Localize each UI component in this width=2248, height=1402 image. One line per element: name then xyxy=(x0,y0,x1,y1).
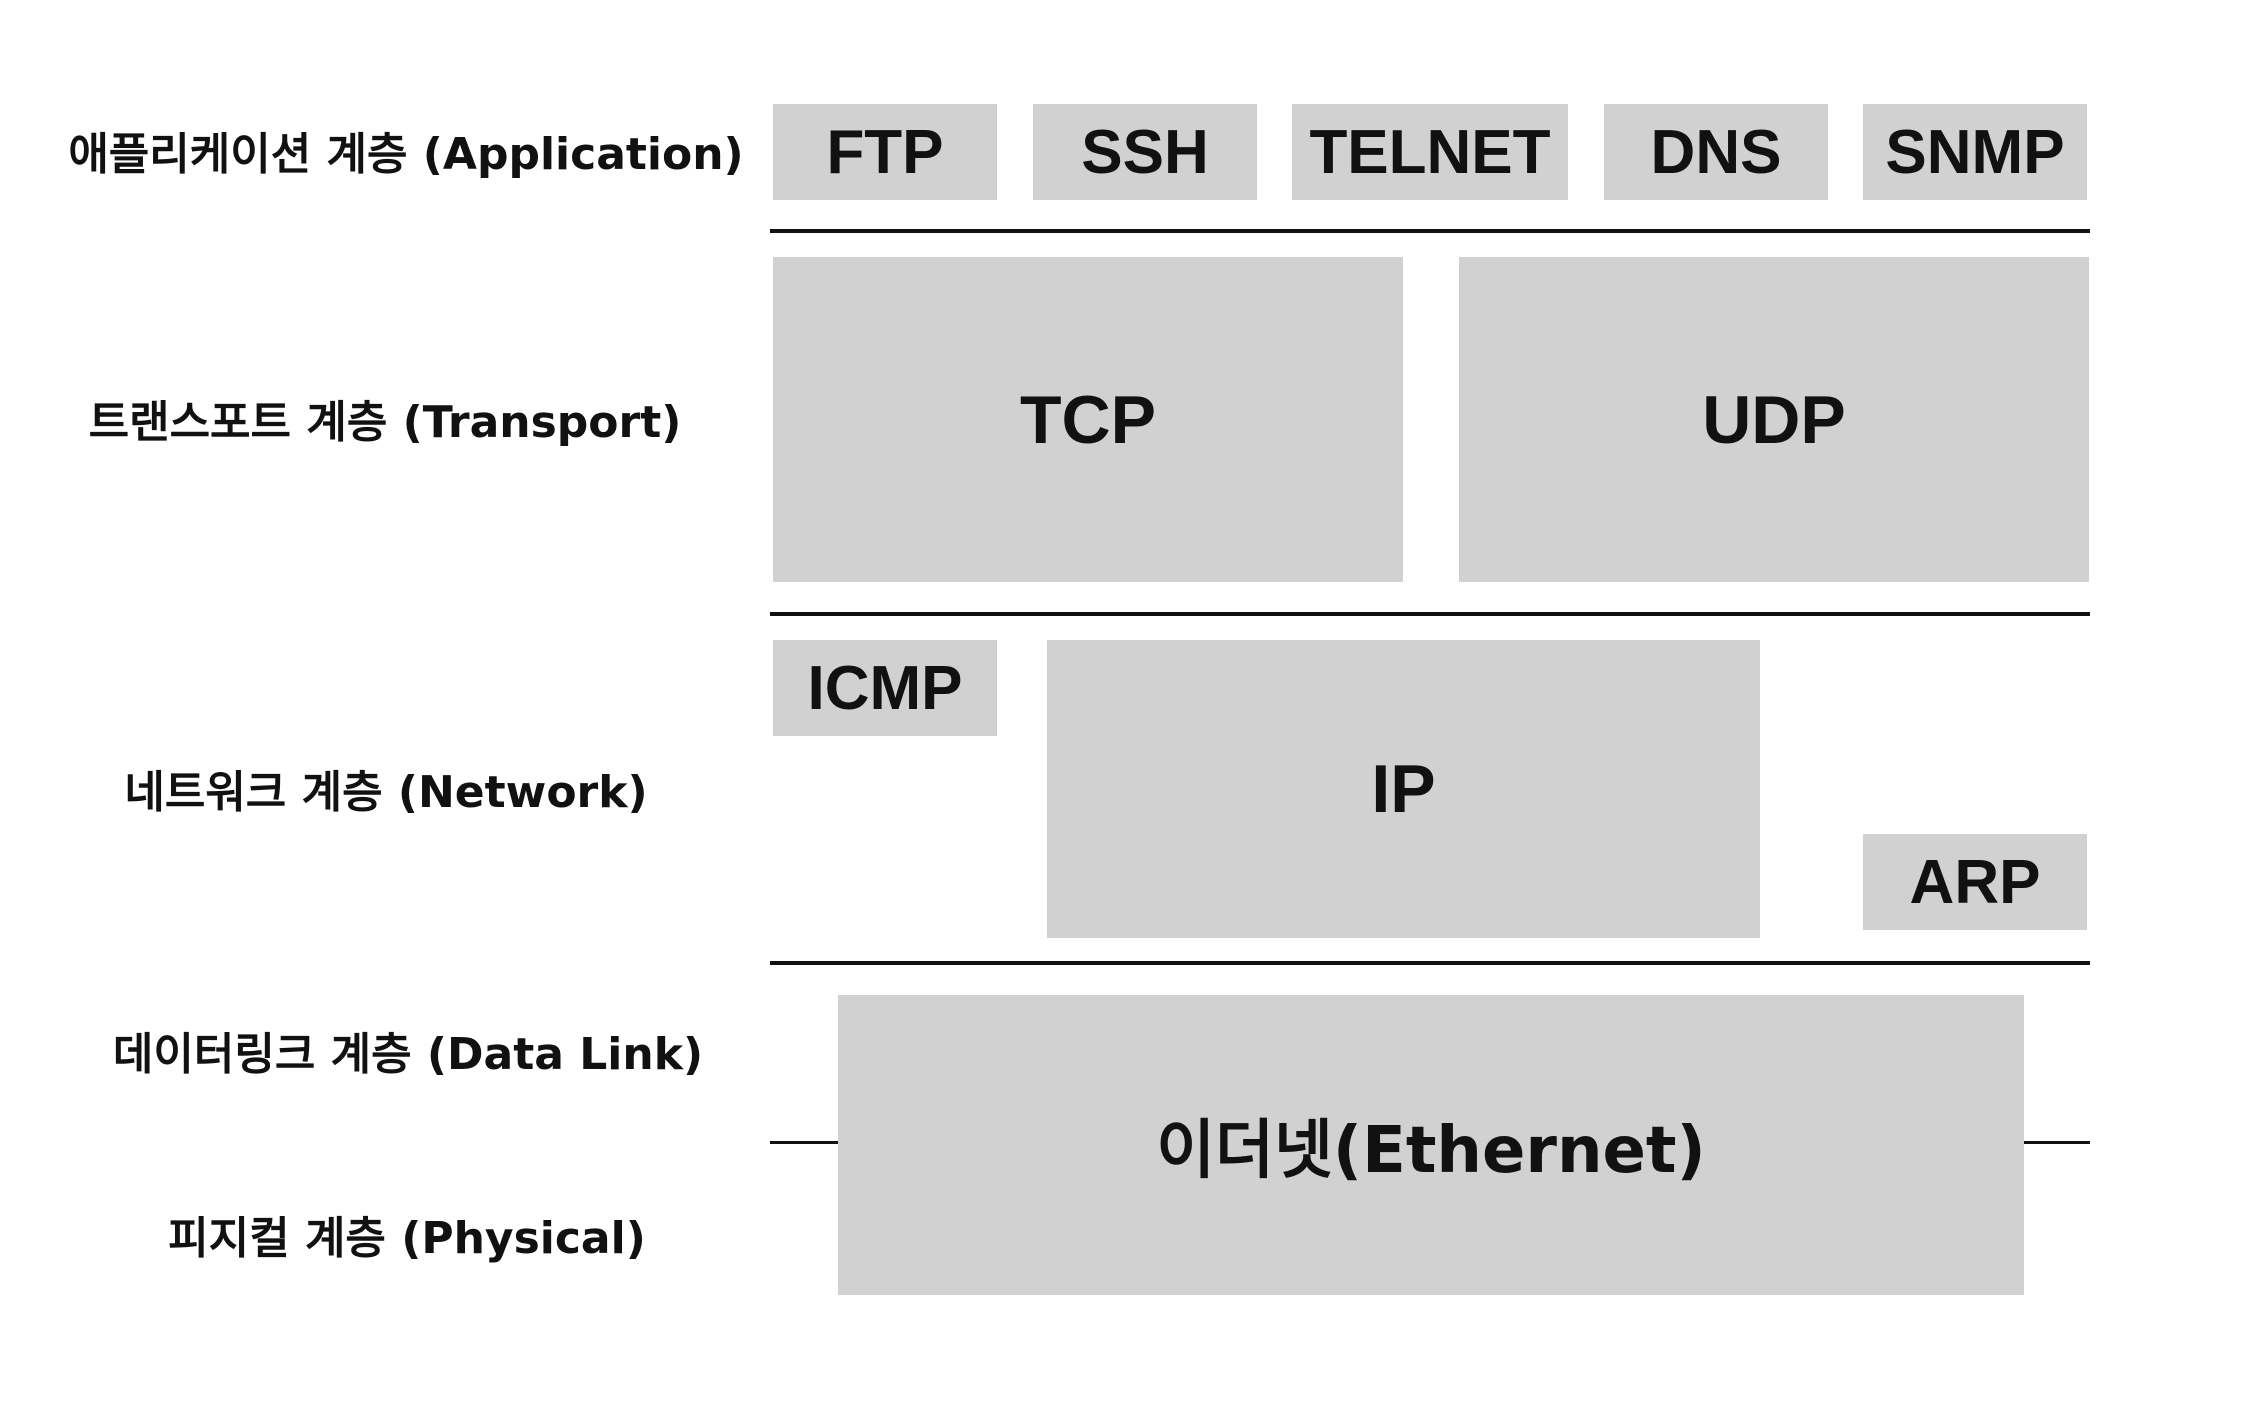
layer-label-datalink: 데이터링크 계층 (Data Link) xyxy=(112,1029,704,1080)
layer-label-transport: 트랜스포트 계층 (Transport) xyxy=(88,397,682,448)
protocol-ethernet: 이더넷(Ethernet) xyxy=(838,995,2024,1295)
divider-transport-network xyxy=(770,612,2090,616)
divider-datalink-physical-right xyxy=(2024,1141,2090,1144)
divider-network-datalink xyxy=(770,961,2090,965)
protocol-dns: DNS xyxy=(1604,104,1828,200)
protocol-icmp: ICMP xyxy=(773,640,997,736)
divider-application-transport xyxy=(770,229,2090,233)
protocol-tcp: TCP xyxy=(773,257,1403,582)
divider-datalink-physical-left xyxy=(770,1141,838,1144)
protocol-snmp: SNMP xyxy=(1863,104,2087,200)
layer-label-network: 네트워크 계층 (Network) xyxy=(124,767,648,818)
layer-label-application: 애플리케이션 계층 (Application) xyxy=(68,129,744,180)
protocol-ip: IP xyxy=(1047,640,1760,938)
protocol-ssh: SSH xyxy=(1033,104,1257,200)
protocol-udp: UDP xyxy=(1459,257,2089,582)
protocol-telnet: TELNET xyxy=(1292,104,1568,200)
layer-label-physical: 피지컬 계층 (Physical) xyxy=(168,1213,646,1264)
protocol-arp: ARP xyxy=(1863,834,2087,930)
protocol-ftp: FTP xyxy=(773,104,997,200)
